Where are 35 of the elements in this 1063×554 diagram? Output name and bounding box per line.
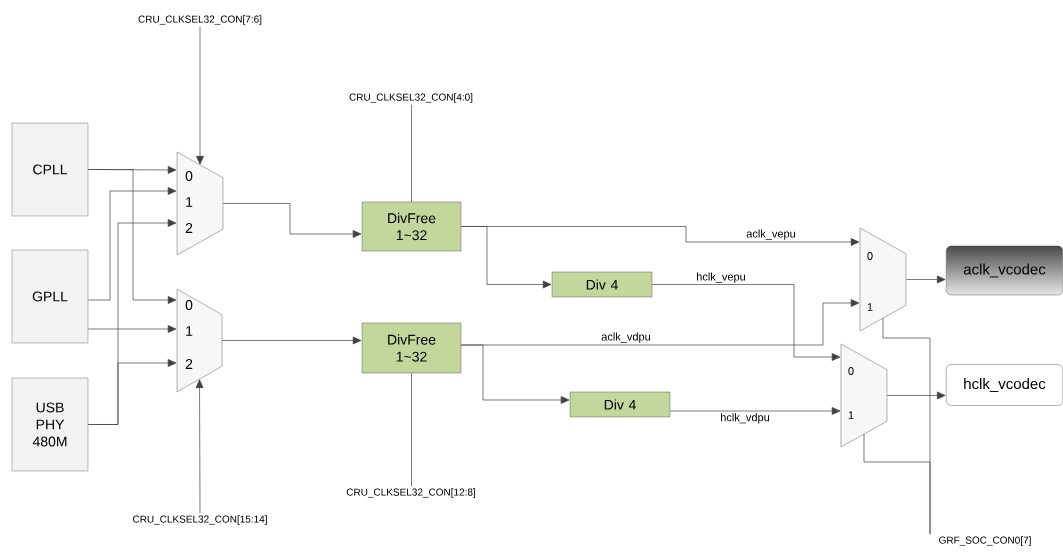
register-label: GRF_SOC_CON0[7] <box>939 536 1031 546</box>
register-label: CRU_CLKSEL32_CON[7:6] <box>138 15 262 25</box>
connector-line <box>411 372 412 487</box>
arrow <box>222 203 362 238</box>
edge-label: hclk_vdpu <box>719 412 771 425</box>
multiplexer: 0 1 2 <box>176 288 223 393</box>
arrow <box>87 169 177 304</box>
multiplexer: 0 1 <box>859 227 907 332</box>
arrow <box>669 407 841 415</box>
register-label: CRU_CLKSEL32_CON[4:0] <box>349 93 473 103</box>
arrow <box>195 379 204 514</box>
connector-line <box>411 104 412 203</box>
multiplexer: 0 1 2 <box>176 151 224 256</box>
register-label: CRU_CLKSEL32_CON[12:8] <box>346 488 476 498</box>
source-box: GPLL <box>11 249 89 344</box>
edge-label: aclk_vdpu <box>600 331 652 344</box>
arrow <box>87 325 177 333</box>
edge-label: aclk_vepu <box>745 228 797 241</box>
arrow <box>651 284 841 361</box>
arrow <box>87 359 177 425</box>
output-clock-box: aclk_vcodec <box>945 245 1063 296</box>
register-label: CRU_CLKSEL32_CON[15:14] <box>133 515 267 525</box>
arrow <box>886 391 946 400</box>
arrow <box>460 226 552 289</box>
source-box: CPLL <box>11 122 89 217</box>
connector-line <box>863 433 931 535</box>
multiplexer: 0 1 <box>840 343 888 448</box>
arrow <box>221 336 362 345</box>
arrow <box>460 344 570 404</box>
arrow <box>87 187 177 301</box>
arrow <box>905 275 946 284</box>
edge-label: hclk_vepu <box>695 271 747 284</box>
source-box: USB PHY 480M <box>11 377 89 472</box>
output-clock-box: hclk_vcodec <box>945 364 1063 406</box>
arrow <box>196 26 204 165</box>
